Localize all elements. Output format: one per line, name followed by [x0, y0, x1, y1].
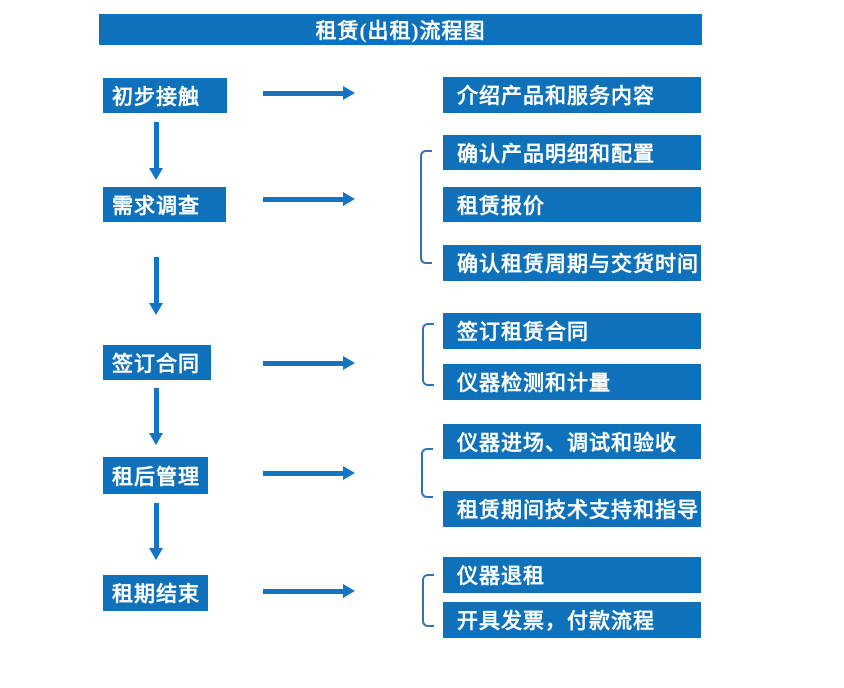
- arrow-head-icon: [149, 168, 163, 180]
- stage-box-post-rental-mgmt: 租后管理: [103, 457, 208, 494]
- down-arrow-1: [149, 122, 163, 180]
- arrow-shaft: [153, 257, 159, 303]
- detail-box-confirm-period: 确认租赁周期与交货时间: [443, 245, 701, 281]
- stage-box-sign-contract: 签订合同: [103, 345, 211, 380]
- arrow-head-icon: [149, 303, 163, 315]
- arrow-head-icon: [149, 433, 163, 445]
- arrow-head-icon: [343, 86, 355, 100]
- right-arrow-rental-end: [263, 584, 355, 598]
- arrow-shaft: [153, 503, 159, 548]
- arrow-head-icon: [343, 192, 355, 206]
- detail-box-rental-quote: 租赁报价: [443, 187, 701, 222]
- right-arrow-initial-contact: [263, 86, 355, 100]
- arrow-head-icon: [343, 466, 355, 480]
- group-bracket-rental-end: [422, 574, 434, 627]
- group-bracket-sign-contract: [422, 323, 434, 386]
- right-arrow-demand-survey: [263, 192, 355, 206]
- detail-box-instrument-return: 仪器退租: [443, 557, 701, 593]
- detail-box-invoice-payment: 开具发票，付款流程: [443, 602, 701, 638]
- right-arrow-post-rental-mgmt: [263, 466, 355, 480]
- down-arrow-3: [149, 388, 163, 445]
- down-arrow-2: [149, 257, 163, 315]
- arrow-shaft: [263, 196, 343, 202]
- arrow-shaft: [263, 470, 343, 476]
- flowchart-title: 租赁(出租)流程图: [99, 14, 702, 45]
- arrow-shaft: [263, 360, 343, 366]
- arrow-shaft: [153, 388, 159, 433]
- arrow-shaft: [263, 588, 343, 594]
- detail-box-tech-support: 租赁期间技术支持和指导: [443, 491, 701, 527]
- detail-box-confirm-product-spec: 确认产品明细和配置: [443, 135, 701, 170]
- arrow-head-icon: [343, 356, 355, 370]
- arrow-head-icon: [149, 548, 163, 560]
- detail-box-instrument-setup: 仪器进场、调试和验收: [443, 424, 701, 459]
- down-arrow-4: [149, 503, 163, 560]
- arrow-shaft: [263, 90, 343, 96]
- arrow-head-icon: [343, 584, 355, 598]
- detail-box-introduce-products: 介绍产品和服务内容: [443, 77, 701, 113]
- stage-box-rental-end: 租期结束: [103, 575, 208, 611]
- detail-box-instrument-testing: 仪器检测和计量: [443, 364, 701, 400]
- group-bracket-post-rental-mgmt: [421, 448, 433, 498]
- stage-box-initial-contact: 初步接触: [103, 78, 227, 113]
- right-arrow-sign-contract: [263, 356, 355, 370]
- detail-box-sign-rental-contract: 签订租赁合同: [443, 313, 701, 349]
- stage-box-demand-survey: 需求调查: [103, 187, 226, 222]
- group-bracket-demand-survey: [420, 150, 432, 264]
- arrow-shaft: [153, 122, 159, 168]
